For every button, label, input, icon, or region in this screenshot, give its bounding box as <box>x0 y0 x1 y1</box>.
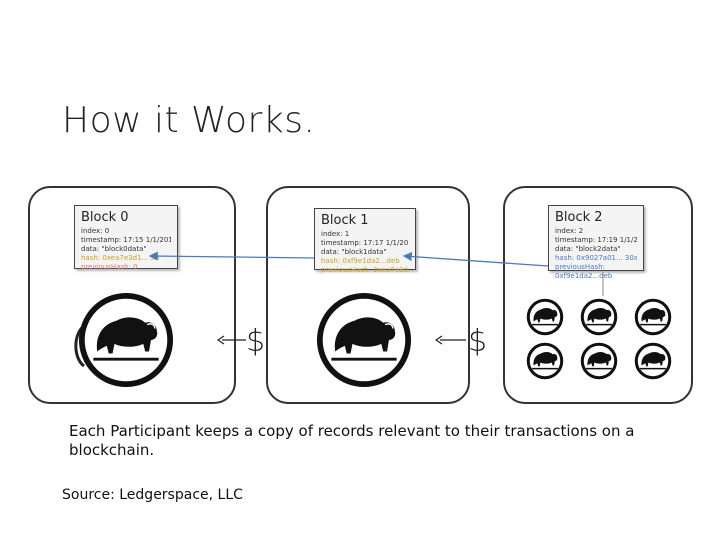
block-hash: hash: 0x9027a01... 30a21 <box>555 254 637 262</box>
block-index: index: 2 <box>555 227 584 235</box>
bison-emblem-icon <box>526 298 564 336</box>
block-timestamp: timestamp: 17:17 1/1/2017 <box>321 239 409 247</box>
block-index: index: 1 <box>321 230 350 238</box>
dollar-sign-1: $ <box>246 324 266 359</box>
block-timestamp: timestamp: 17:19 1/1/2017 <box>555 236 637 244</box>
block-index: index: 0 <box>81 227 110 235</box>
bison-emblem-icon <box>634 342 672 380</box>
block-card-1: Block 1 index: 1 timestamp: 17:17 1/1/20… <box>314 208 416 274</box>
source-credit: Source: Ledgerspace, LLC <box>62 487 243 503</box>
block-previous-hash-label: previousHash: <box>555 263 605 271</box>
block-name: Block 1 <box>321 213 369 228</box>
bison-emblem-icon <box>316 292 412 388</box>
slide-title: How it Works. <box>62 100 316 141</box>
block-previous-hash: previousHash: 0 <box>81 263 138 271</box>
block-hash: hash: 0xf9e1da2...deb <box>321 257 400 265</box>
caption-text: Each Participant keeps a copy of records… <box>69 422 635 459</box>
link-arrow-2-to-1 <box>402 252 549 267</box>
dollar-sign-2: $ <box>468 324 488 359</box>
bison-emblem-icon <box>580 342 618 380</box>
block-name: Block 2 <box>555 210 603 225</box>
block-timestamp: timestamp: 17:15 1/1/2017 <box>81 236 171 244</box>
block-hash: hash: 0xea7e3d1... 55 <box>81 254 160 262</box>
block-name: Block 0 <box>81 210 129 225</box>
block-data: data: "block2data" <box>555 245 621 253</box>
block-card-0: Block 0 index: 0 timestamp: 17:15 1/1/20… <box>74 205 178 271</box>
block-card-2: Block 2 index: 2 timestamp: 17:19 1/1/20… <box>548 205 644 280</box>
bison-emblem-icon <box>78 292 174 388</box>
block-data: data: "block0data" <box>81 245 147 253</box>
block-previous-hash: previousHash: 0xea7e3d... 55 <box>321 266 409 274</box>
link-arrow-1-to-0 <box>148 251 315 261</box>
bison-emblem-icon <box>634 298 672 336</box>
block-data: data: "block1data" <box>321 248 387 256</box>
bison-emblem-icon <box>580 298 618 336</box>
block-previous-hash: 0xf9e1da2...deb <box>555 272 613 280</box>
dollar-arrow-2-head <box>434 335 443 345</box>
dollar-arrow-1-head <box>216 335 225 345</box>
bison-emblem-icon <box>526 342 564 380</box>
